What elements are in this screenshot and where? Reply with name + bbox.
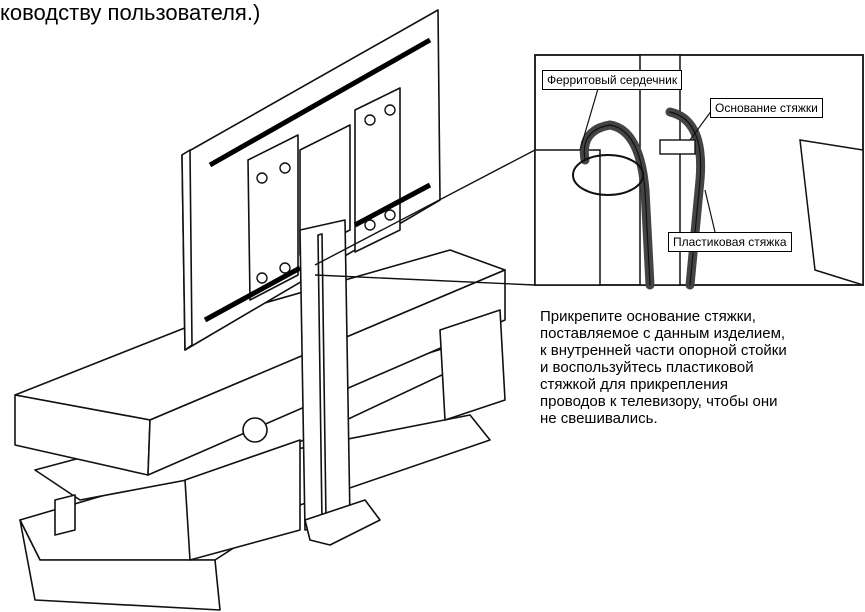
- tie-base-label: Основание стяжки: [710, 98, 823, 118]
- lower-shelf-front: [19, 519, 221, 611]
- header-text: ководству пользователя.): [0, 0, 261, 25]
- tv-edge: [181, 149, 193, 351]
- caption-line: к внутренней части опорной стойки: [540, 342, 787, 359]
- cabinet-lower-panel: [184, 439, 301, 561]
- caption-line: поставляемое с данным изделием,: [540, 325, 786, 342]
- left-leg: [54, 494, 76, 536]
- plastic-tie-label: Пластиковая стяжка: [668, 232, 792, 252]
- side-panel: [439, 309, 506, 421]
- caption-line: стяжкой для прикрепления: [540, 376, 729, 393]
- pole-foot: [304, 499, 381, 546]
- cable-tie-shape: [659, 139, 696, 155]
- ferrite-core-label: Ферритовый сердечник: [542, 70, 683, 90]
- ferrite-core-shape: [572, 154, 644, 196]
- caption: Прикрепите основание стяжки, поставляемо…: [540, 308, 860, 427]
- caption-line: проводов к телевизору, чтобы они: [540, 393, 778, 410]
- detail-inset: [534, 54, 864, 290]
- caption-line: не свешивались.: [540, 410, 658, 427]
- caption-line: и воспользуйтесь пластиковой: [540, 359, 754, 376]
- speaker-grille: [242, 417, 268, 443]
- caption-line: Прикрепите основание стяжки,: [540, 308, 756, 325]
